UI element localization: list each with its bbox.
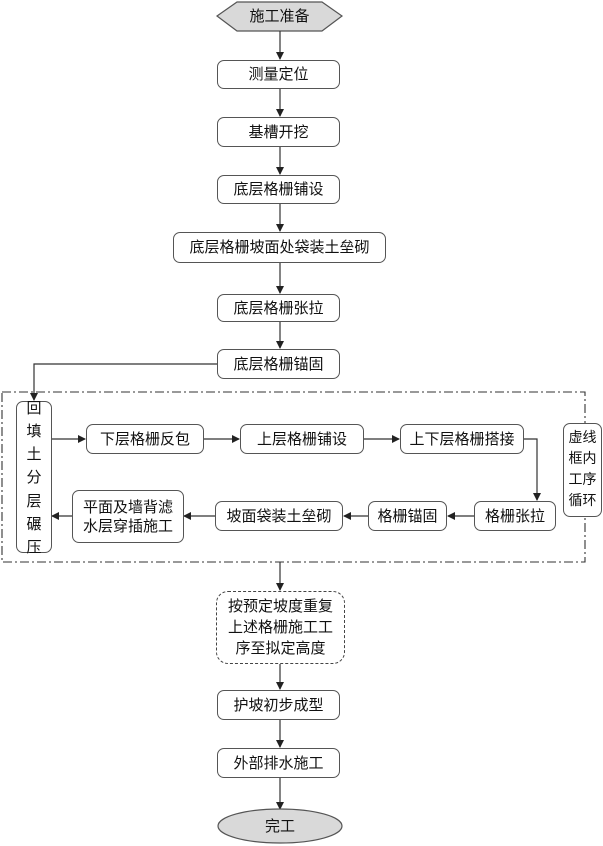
loop-upper-lay: 上层格栅铺设 <box>240 424 364 454</box>
backfill-char: 碾 <box>26 514 42 533</box>
backfill-char: 压 <box>26 538 42 557</box>
arrow-anchor-backfill <box>30 363 217 401</box>
step-label: 格栅张拉 <box>484 506 545 525</box>
step-excavation: 基槽开挖 <box>217 117 340 147</box>
step-label: 上层格栅铺设 <box>256 429 347 448</box>
step-label: 底层格栅铺设 <box>233 180 324 199</box>
end-node: 完工 <box>218 810 342 843</box>
repeat-line: 序至拟定高度 <box>235 639 326 657</box>
backfill-char: 土 <box>26 445 42 464</box>
step-survey: 测量定位 <box>217 60 340 89</box>
repeat-line: 按预定坡度重复 <box>227 597 333 615</box>
step-label-line: 水层穿插施工 <box>82 516 173 535</box>
note-line: 循环 <box>568 493 597 509</box>
step-label: 外部排水施工 <box>233 753 324 772</box>
step-label-line: 平面及墙背滤 <box>82 497 173 516</box>
step-bottom-grid-lay: 底层格栅铺设 <box>217 175 340 204</box>
loop-overlap: 上下层格栅搭接 <box>400 424 524 454</box>
loop-slope-bag: 坡面袋装土垒砌 <box>215 501 343 531</box>
backfill-char: 回 <box>26 398 42 417</box>
end-label: 完工 <box>264 817 295 836</box>
backfill-char: 分 <box>26 468 42 487</box>
backfill-char: 层 <box>26 491 42 510</box>
repeat-node: 按预定坡度重复 上述格栅施工工 序至拟定高度 <box>216 591 345 664</box>
step-label: 基槽开挖 <box>248 122 309 141</box>
repeat-line: 上述格栅施工工 <box>227 618 333 636</box>
loop-anchor: 格栅锚固 <box>368 501 447 531</box>
loop-backfill: 回 填 土 分 层 碾 压 <box>16 399 52 556</box>
step-label: 坡面袋装土垒砌 <box>226 506 332 525</box>
start-hexagon <box>215 1 344 32</box>
step-label: 格栅锚固 <box>377 506 438 525</box>
step-label: 底层格栅坡面处袋装土垒砌 <box>189 238 370 257</box>
start-label: 施工准备 <box>249 7 310 26</box>
step-drainage: 外部排水施工 <box>217 748 340 778</box>
loop-lower-wrap: 下层格栅反包 <box>86 424 204 454</box>
start-node: 施工准备 <box>237 3 322 30</box>
note-line: 虚线 <box>568 430 597 446</box>
step-bottom-anchor: 底层格栅锚固 <box>217 349 340 379</box>
step-label: 下层格栅反包 <box>99 429 190 448</box>
note-line: 框内 <box>568 451 597 467</box>
step-bottom-tension: 底层格栅张拉 <box>217 294 340 322</box>
step-label: 上下层格栅搭接 <box>409 429 515 448</box>
arrow-overlap-tension <box>524 438 541 501</box>
backfill-char: 填 <box>26 421 42 440</box>
loop-note: 虚线 框内 工序 循环 <box>563 423 602 517</box>
step-label: 底层格栅锚固 <box>233 354 324 373</box>
end-ellipse <box>217 808 343 844</box>
loop-filter-layer: 平面及墙背滤 水层穿插施工 <box>72 490 184 543</box>
step-label: 底层格栅张拉 <box>233 298 324 317</box>
step-label: 测量定位 <box>248 65 309 84</box>
step-label: 护坡初步成型 <box>233 695 324 714</box>
step-slope-formed: 护坡初步成型 <box>217 690 340 720</box>
note-line: 工序 <box>568 472 597 488</box>
step-bottom-slope-bag: 底层格栅坡面处袋装土垒砌 <box>173 232 386 263</box>
loop-tension: 格栅张拉 <box>474 501 556 531</box>
